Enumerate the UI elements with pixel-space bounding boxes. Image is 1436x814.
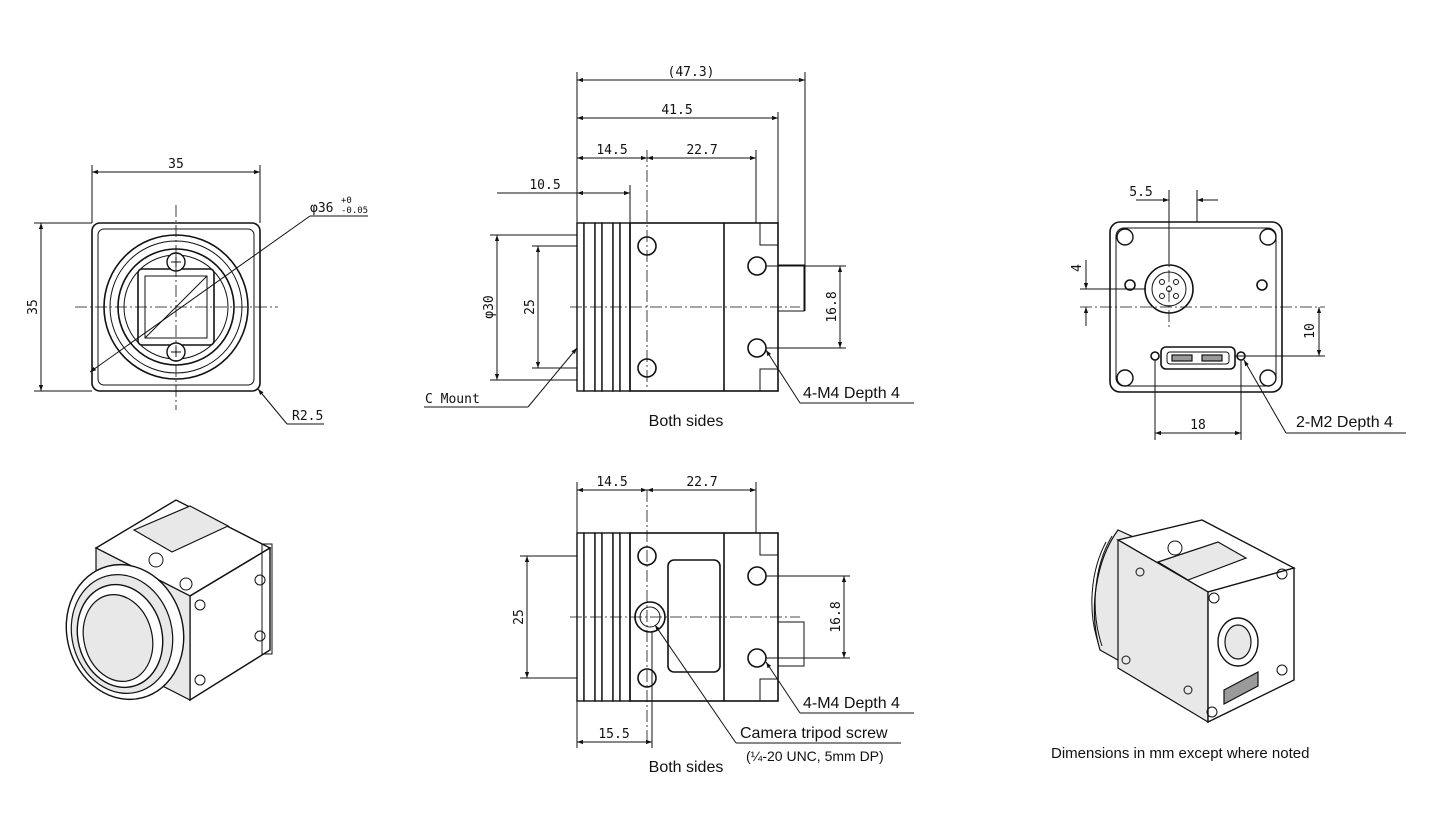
side-hole-spacing-dim: 16.8 (825, 291, 840, 322)
front-width-dim: 35 (168, 157, 184, 172)
front-radius-dim: R2.5 (292, 409, 323, 424)
m4-hole-icon (747, 256, 767, 276)
corner-screw-icon (1116, 228, 1134, 246)
front-height-dim: 35 (26, 299, 41, 315)
front-view: 35 35 φ36 +0 -0.05 R2.5 (26, 157, 368, 425)
bottom-body-dim: 22.7 (686, 475, 717, 490)
rear-holes-label: 2-M2 Depth 4 (1296, 414, 1393, 431)
rear-vertical-dim: 4 (1070, 264, 1085, 272)
m4-hole-icon (747, 566, 767, 586)
m4-hole-icon (747, 338, 767, 358)
bottom-front-dim: 14.5 (596, 475, 627, 490)
bottom-caption: Both sides (649, 759, 724, 776)
rear-view: 5.5 4 10 18 2-M2 Depth 4 (1070, 185, 1406, 440)
rear-width-dim: 18 (1190, 418, 1206, 433)
side-caption: Both sides (649, 413, 724, 430)
camera-iso-rear (1091, 519, 1296, 724)
front-diameter-dim: φ36 (310, 201, 333, 216)
bottom-view: 14.5 22.7 25 16.8 15.5 4-M4 Depth 4 Came… (512, 475, 914, 776)
c-mount-label: C Mount (425, 392, 480, 407)
corner-screw-icon (1259, 369, 1277, 387)
m4-hole-icon (747, 648, 767, 668)
side-overall-dim: (47.3) (668, 65, 715, 80)
side-front-dim: 14.5 (596, 143, 627, 158)
bottom-holes-label: 4-M4 Depth 4 (803, 695, 900, 712)
corner-screw-icon (1116, 369, 1134, 387)
corner-screw-icon (1259, 228, 1277, 246)
side-height-dim: 25 (523, 299, 538, 315)
side-holes-label: 4-M4 Depth 4 (803, 385, 900, 402)
side-length-dim: 41.5 (661, 103, 692, 118)
side-diameter-dim: φ30 (482, 295, 497, 318)
bottom-tripod-dim: 15.5 (598, 727, 629, 742)
side-body-dim: 22.7 (686, 143, 717, 158)
rear-offset-dim: 5.5 (1129, 185, 1152, 200)
front-diameter-tol-minus: -0.05 (341, 206, 368, 216)
usb-connector-icon (1160, 346, 1236, 370)
front-diameter-tol-plus: +0 (341, 196, 352, 206)
tripod-label: Camera tripod screw (740, 725, 888, 742)
side-view: (47.3) 41.5 14.5 22.7 10.5 φ30 25 16.8 C… (424, 65, 914, 430)
side-mount-dim: 10.5 (529, 178, 560, 193)
bottom-height-dim: 25 (512, 609, 527, 625)
camera-iso-front (65, 499, 273, 702)
label-recess (667, 559, 721, 673)
rear-height-dim: 10 (1303, 323, 1318, 339)
units-note: Dimensions in mm except where noted (1051, 745, 1309, 762)
bottom-hole-spacing-dim: 16.8 (829, 601, 844, 632)
tripod-spec: (¼-20 UNC, 5mm DP) (746, 748, 884, 764)
